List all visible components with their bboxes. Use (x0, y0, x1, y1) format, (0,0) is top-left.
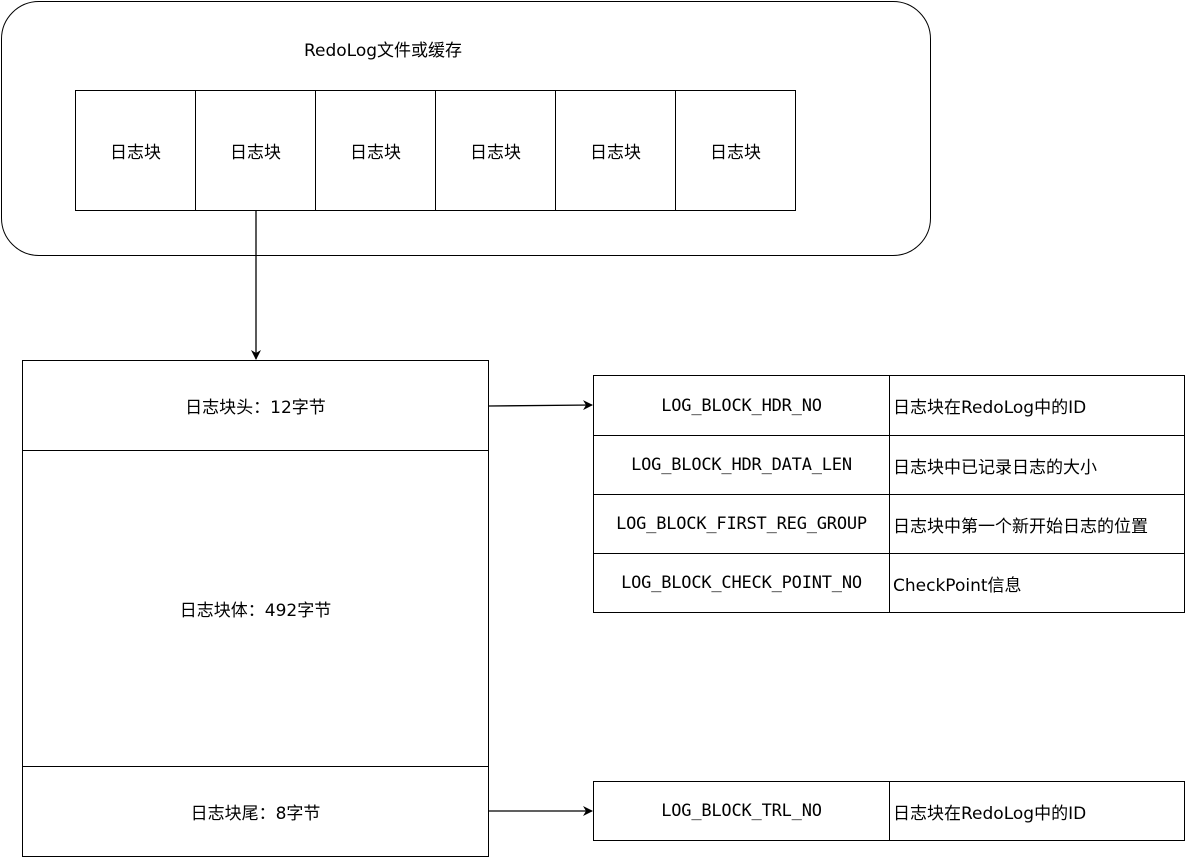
redolog-container (1, 1, 931, 256)
log-block-3: 日志块 (315, 90, 436, 211)
field-description: 日志块中已记录日志的大小 (893, 457, 1097, 478)
log-block-6: 日志块 (675, 90, 796, 211)
table-row: LOG_BLOCK_FIRST_REG_GROUP 日志块中第一个新开始日志的位… (594, 494, 1184, 553)
field-description: 日志块在RedoLog中的ID (893, 803, 1087, 824)
block-trailer-label: 日志块尾：8字节 (190, 804, 321, 824)
arrow-header-to-table (488, 400, 593, 411)
log-block-structure: 日志块头：12字节 日志块体：492字节 日志块尾：8字节 (22, 360, 489, 857)
field-name: LOG_BLOCK_TRL_NO (594, 782, 890, 840)
container-title: RedoLog文件或缓存 (303, 41, 463, 61)
table-row: LOG_BLOCK_CHECK_POINT_NO CheckPoint信息 (594, 553, 1184, 612)
field-description: 日志块在RedoLog中的ID (893, 398, 1087, 418)
log-block-1: 日志块 (75, 90, 196, 211)
block-header-section: 日志块头：12字节 (23, 361, 488, 451)
table-row: LOG_BLOCK_HDR_DATA_LEN 日志块中已记录日志的大小 (594, 435, 1184, 494)
field-name: LOG_BLOCK_FIRST_REG_GROUP (594, 495, 890, 553)
field-name: LOG_BLOCK_HDR_DATA_LEN (594, 436, 890, 494)
field-name: LOG_BLOCK_CHECK_POINT_NO (594, 554, 890, 612)
trailer-fields-table: LOG_BLOCK_TRL_NO 日志块在RedoLog中的ID (593, 781, 1185, 841)
block-trailer-section: 日志块尾：8字节 (23, 767, 488, 856)
block-body-section: 日志块体：492字节 (23, 451, 488, 767)
field-description: 日志块中第一个新开始日志的位置 (893, 516, 1148, 537)
field-name: LOG_BLOCK_HDR_NO (594, 376, 890, 435)
header-fields-table: LOG_BLOCK_HDR_NO 日志块在RedoLog中的ID LOG_BLO… (593, 375, 1185, 613)
table-row: LOG_BLOCK_HDR_NO 日志块在RedoLog中的ID (594, 376, 1184, 435)
field-description: CheckPoint信息 (893, 575, 1022, 596)
block-body-label: 日志块体：492字节 (179, 601, 332, 621)
table-row: LOG_BLOCK_TRL_NO 日志块在RedoLog中的ID (594, 782, 1184, 840)
block-header-label: 日志块头：12字节 (185, 398, 326, 418)
